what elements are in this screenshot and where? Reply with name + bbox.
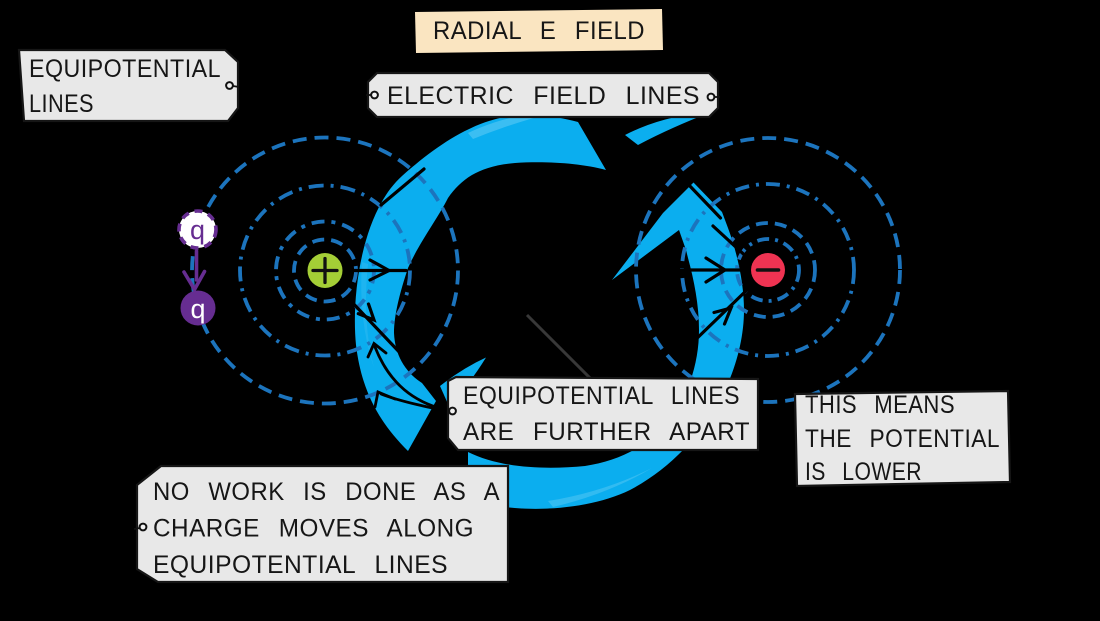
svg-text:CHARGE MOVES ALONG: CHARGE MOVES ALONG (153, 515, 474, 543)
svg-text:EQUIPOTENTIAL LINES: EQUIPOTENTIAL LINES (153, 551, 448, 579)
svg-text:RADIAL E FIELD: RADIAL E FIELD (433, 17, 645, 45)
svg-text:THIS MEANS: THIS MEANS (805, 391, 955, 419)
svg-text:ELECTRIC FIELD LINES: ELECTRIC FIELD LINES (387, 82, 700, 110)
svg-text:EQUIPOTENTIAL LINES: EQUIPOTENTIAL LINES (463, 382, 740, 410)
svg-text:NO WORK IS DONE AS A: NO WORK IS DONE AS A (153, 478, 500, 506)
svg-text:IS LOWER: IS LOWER (805, 458, 922, 486)
svg-text:EQUIPOTENTIAL: EQUIPOTENTIAL (29, 55, 221, 83)
svg-text:ARE FURTHER APART: ARE FURTHER APART (463, 418, 750, 446)
svg-text:q: q (190, 215, 205, 245)
svg-text:q: q (190, 294, 205, 324)
svg-text:LINES: LINES (29, 90, 94, 118)
svg-text:THE POTENTIAL: THE POTENTIAL (805, 425, 1000, 453)
